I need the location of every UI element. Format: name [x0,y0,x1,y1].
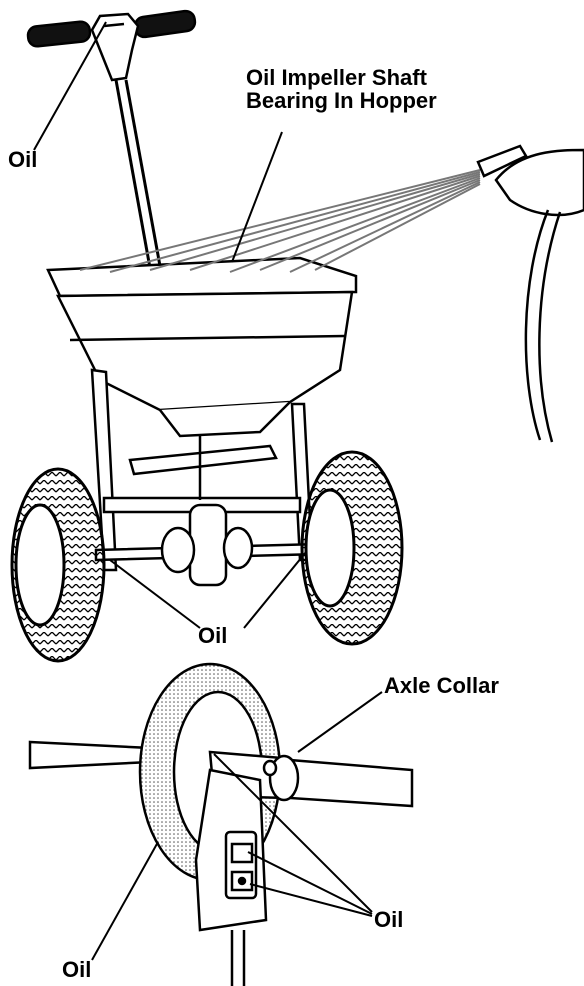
label-handle-oil: Oil [8,147,38,172]
label-axle-oil: Oil [198,623,228,648]
spray-lines [79,169,481,273]
bearing-bracket [194,768,268,986]
label-gear-oil-right: Oil [374,907,404,932]
label-hopper-line2: Bearing In Hopper [246,88,437,114]
label-hopper-line1: Oil Impeller Shaft [246,65,427,90]
axle-gearbox [94,503,322,587]
label-axle-collar: Axle Collar [384,673,499,698]
right-wheel [300,450,404,646]
hose-and-hand [476,144,584,443]
label-gear-oil-left: Oil [62,957,92,982]
leader-lines-bottom [91,691,383,961]
handlebar [26,9,197,269]
label-hopper-bearing: Oil Impeller Shaft Bearing In Hopper [246,66,437,112]
leader-lines-top [33,21,307,629]
left-wheel [10,467,106,663]
